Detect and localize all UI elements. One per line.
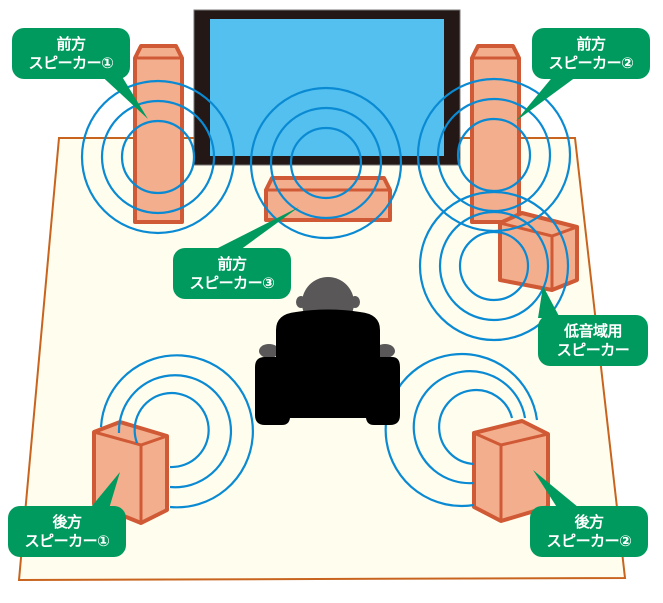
center-waves — [249, 86, 403, 240]
callout-line2: スピーカー① — [28, 54, 114, 72]
callout-line1: 後方 — [52, 513, 82, 531]
callout-center-speaker: 前方 スピーカー③ — [173, 248, 291, 299]
sound-waves — [80, 77, 572, 509]
callout-line1: 低音域用 — [563, 322, 623, 340]
callout-line1: 前方 — [217, 255, 247, 273]
callout-line2: スピーカー — [556, 341, 630, 359]
callout-line2: スピーカー② — [548, 54, 634, 72]
callout-subwoofer-speaker: 低音域用 スピーカー — [538, 315, 648, 366]
listener — [255, 277, 400, 425]
front-left-speaker — [133, 44, 184, 224]
callout-front-left-speaker: 前方 スピーカー① — [12, 28, 130, 79]
front-right-speaker — [470, 44, 521, 224]
callout-rear-right-speaker: 後方 スピーカー② — [530, 506, 648, 557]
callout-line1: 前方 — [576, 35, 606, 53]
callout-front-right-speaker: 前方 スピーカー② — [532, 28, 650, 79]
subwoofer-speaker — [498, 211, 579, 292]
callout-line1: 前方 — [56, 35, 86, 53]
callout-line1: 後方 — [574, 513, 604, 531]
callout-rear-left-speaker: 後方 スピーカー① — [8, 506, 126, 557]
rear-left-waves — [99, 354, 254, 509]
callout-pointers — [87, 70, 584, 512]
callout-line2: スピーカー② — [546, 532, 632, 550]
callout-line2: スピーカー③ — [189, 274, 275, 292]
rear-right-waves — [384, 352, 539, 508]
subwoofer-waves — [418, 190, 570, 342]
front-left-waves — [80, 79, 236, 235]
listener-chair — [255, 309, 400, 425]
callout-line2: スピーカー① — [24, 532, 110, 550]
